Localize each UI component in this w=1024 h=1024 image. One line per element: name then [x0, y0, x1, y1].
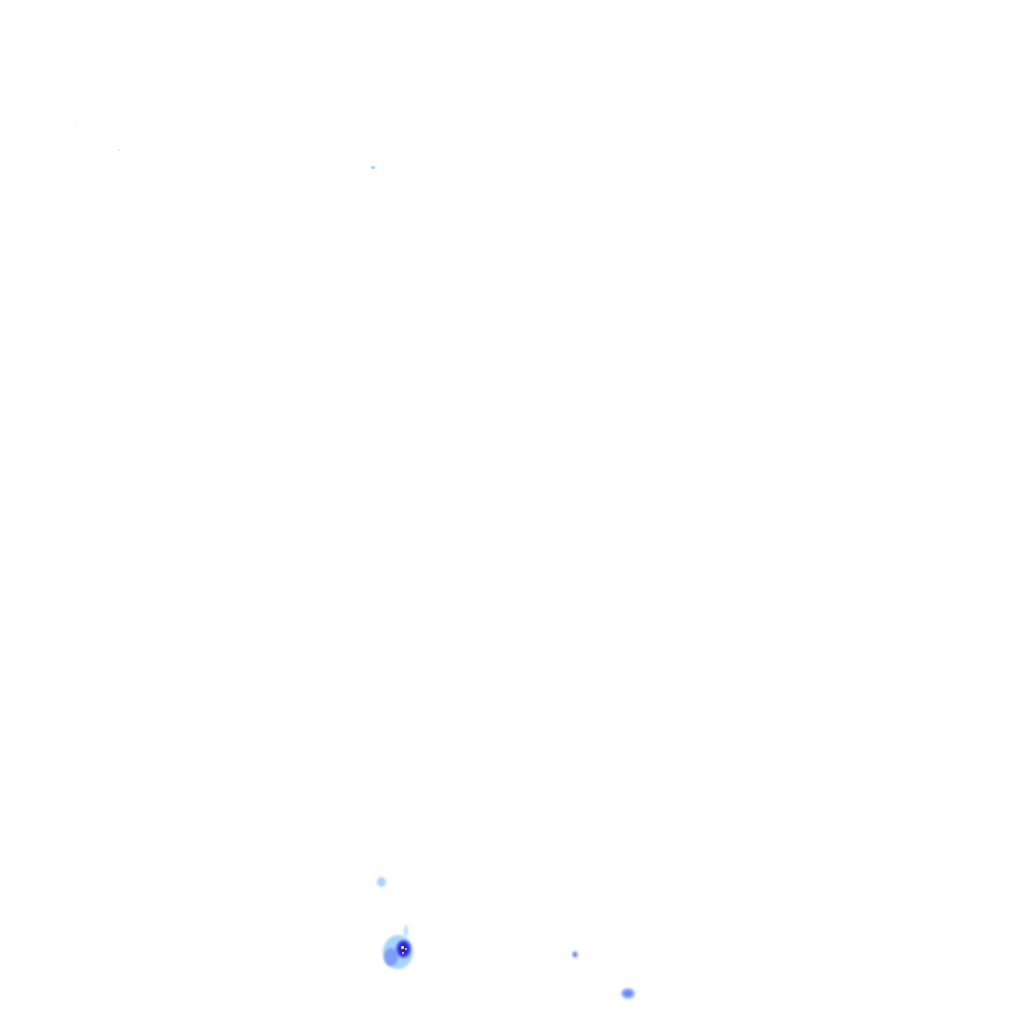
precip-echo-cell-main-core [398, 942, 409, 956]
precip-echo-cell-west-small [377, 877, 386, 887]
precip-echo-cell-main-tail-top [404, 925, 408, 937]
precip-echo-speck-far-nw [75, 124, 77, 126]
precip-echo-cell-main-peak-1 [401, 946, 404, 949]
precip-echo-cell-main-lower [384, 948, 398, 966]
precip-echo-cell-southeast [623, 990, 633, 997]
precip-echo-speck-north [371, 166, 375, 169]
precip-echo-cell-center-dot [574, 953, 576, 956]
precip-echo-cell-main-peak-3 [402, 952, 404, 954]
precip-echo-speck-nw [118, 149, 120, 151]
precip-echo-cell-main-peak-2 [405, 948, 407, 950]
